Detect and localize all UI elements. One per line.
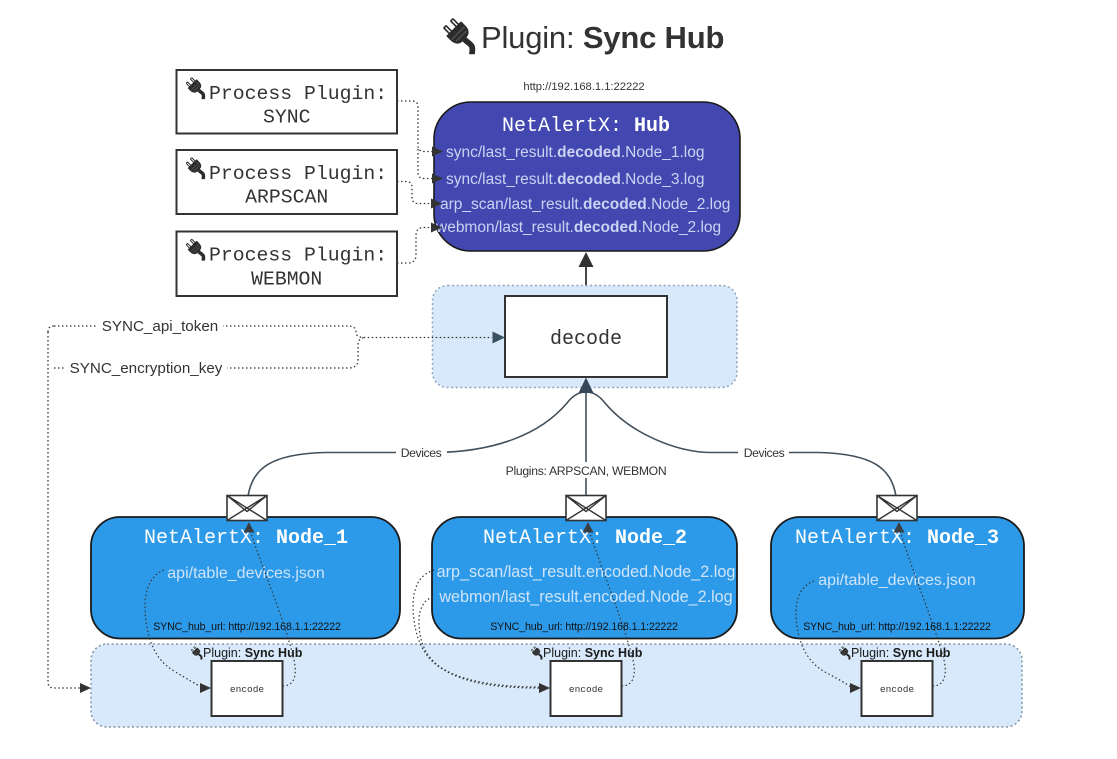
svg-text:SYNC: SYNC [263, 107, 311, 129]
svg-text:http://192.168.1.1:22222: http://192.168.1.1:22222 [523, 81, 644, 93]
svg-text:WEBMON: WEBMON [251, 269, 322, 291]
svg-text:arp_scan/last_result.encoded.N: arp_scan/last_result.encoded.Node_2.log [437, 563, 736, 581]
svg-text:Plugin: Sync Hub: Plugin: Sync Hub [851, 646, 951, 660]
svg-text:sync/last_result.decoded.Node_: sync/last_result.decoded.Node_3.log [446, 171, 704, 188]
svg-text:NetAlertX: Hub: NetAlertX: Hub [502, 115, 670, 138]
svg-text:Process Plugin:: Process Plugin: [209, 163, 387, 185]
svg-text:Process Plugin:: Process Plugin: [209, 245, 387, 267]
svg-text:encode: encode [230, 684, 265, 695]
svg-text:SYNC_hub_url: http://192.168.1: SYNC_hub_url: http://192.168.1.1:22222 [803, 621, 991, 633]
svg-text:Plugin: Sync Hub: Plugin: Sync Hub [543, 646, 643, 660]
svg-text:arp_scan/last_result.decoded.N: arp_scan/last_result.decoded.Node_2.log [440, 196, 730, 213]
svg-text:Plugin: Sync Hub: Plugin: Sync Hub [481, 20, 724, 55]
svg-text:api/table_devices.json: api/table_devices.json [818, 572, 975, 589]
svg-text:Plugins: ARPSCAN, WEBMON: Plugins: ARPSCAN, WEBMON [506, 464, 667, 478]
svg-text:NetAlertX: Node_2: NetAlertX: Node_2 [483, 527, 687, 550]
svg-text:NetAlertX: Node_1: NetAlertX: Node_1 [144, 527, 348, 550]
svg-text:Devices: Devices [744, 446, 785, 460]
svg-text:sync/last_result.decoded.Node_: sync/last_result.decoded.Node_1.log [446, 144, 704, 161]
svg-text:Devices: Devices [401, 446, 442, 460]
svg-text:SYNC_encryption_key: SYNC_encryption_key [70, 360, 223, 377]
svg-text:Plugin: Sync Hub: Plugin: Sync Hub [203, 646, 303, 660]
svg-text:api/table_devices.json: api/table_devices.json [167, 565, 324, 582]
svg-text:Process Plugin:: Process Plugin: [209, 83, 387, 105]
svg-text:SYNC_hub_url: http://192.168.1: SYNC_hub_url: http://192.168.1.1:22222 [490, 621, 678, 633]
svg-text:NetAlertX: Node_3: NetAlertX: Node_3 [795, 527, 999, 550]
svg-text:encode: encode [569, 684, 604, 695]
svg-text:SYNC_api_token: SYNC_api_token [102, 318, 219, 335]
svg-text:SYNC_hub_url: http://192.168.1: SYNC_hub_url: http://192.168.1.1:22222 [153, 621, 341, 633]
svg-text:webmon/last_result.decoded.Nod: webmon/last_result.decoded.Node_2.log [435, 219, 721, 236]
svg-text:decode: decode [550, 328, 622, 351]
svg-text:ARPSCAN: ARPSCAN [245, 187, 328, 209]
svg-text:webmon/last_result.encoded.Nod: webmon/last_result.encoded.Node_2.log [438, 588, 732, 606]
svg-text:encode: encode [880, 684, 915, 695]
